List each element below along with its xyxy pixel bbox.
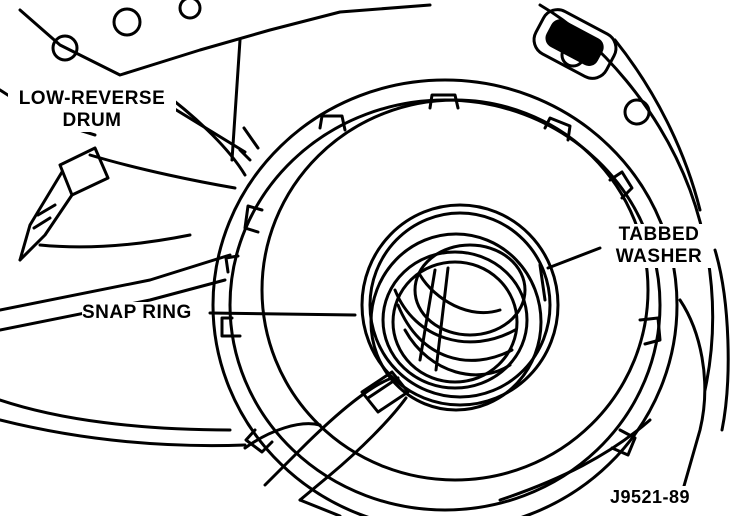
snap-ring — [360, 203, 560, 412]
figure-id: J9521-89 — [610, 486, 691, 508]
snap-ring-pliers — [243, 370, 410, 516]
tabbed-washer-label-line2: WASHER — [615, 246, 703, 267]
leader-snap-ring — [208, 311, 357, 317]
output-hub — [381, 243, 547, 390]
leader-tabbed-washer — [546, 246, 602, 270]
snap-ring-label: SNAP RING — [82, 302, 192, 324]
tabbed-washer — [220, 93, 662, 482]
low-reverse-drum-label: LOW-REVERSE DRUM — [8, 88, 176, 132]
low-reverse-drum-label-line1: LOW-REVERSE — [18, 88, 166, 109]
tabbed-washer-label: TABBED WASHER — [606, 224, 712, 268]
tabbed-washer-label-line1: TABBED — [618, 224, 700, 245]
pry-tool — [18, 146, 110, 262]
low-reverse-drum-label-line2: DRUM — [62, 110, 122, 131]
transmission-case — [0, 0, 730, 502]
